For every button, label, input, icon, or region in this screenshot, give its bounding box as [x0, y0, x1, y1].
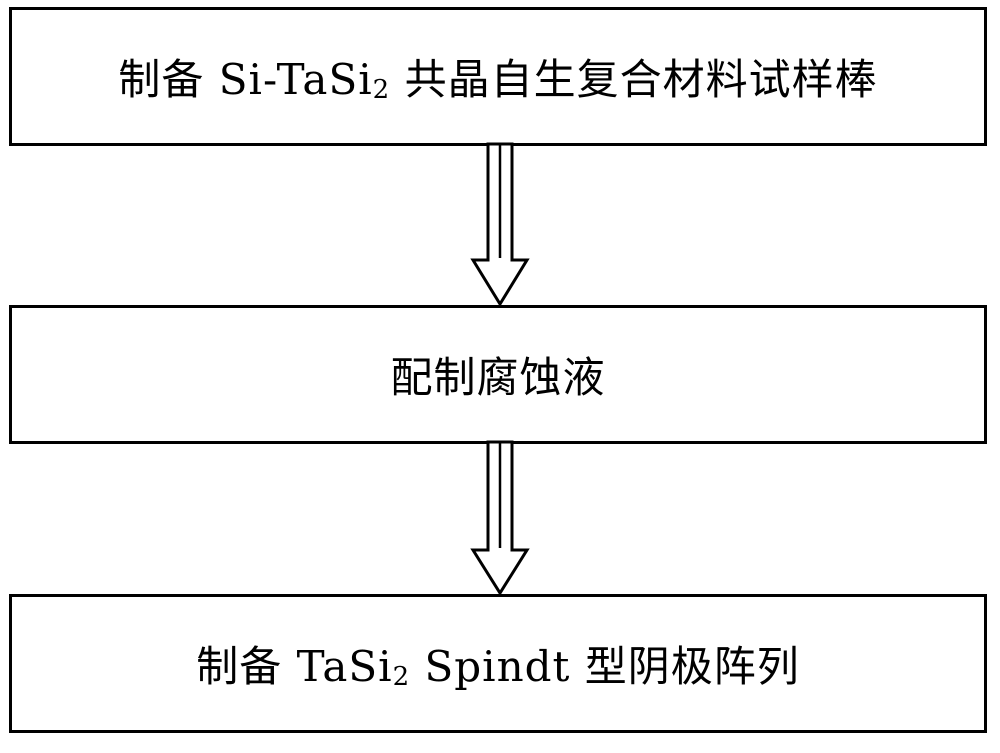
flow-step-prepare-composite-rod: 制备 Si-TaSi2 共晶自生复合材料试样棒: [9, 7, 987, 146]
flow-step-label: 制备 TaSi2 Spindt 型阴极阵列: [196, 642, 800, 692]
flow-step-prepare-cathode-array: 制备 TaSi2 Spindt 型阴极阵列: [9, 594, 987, 733]
flow-arrow-down-icon: [470, 440, 530, 596]
flow-step-label: 配制腐蚀液: [390, 353, 606, 402]
flow-step-prepare-etchant: 配制腐蚀液: [9, 305, 987, 444]
flow-arrow-down-icon: [470, 142, 530, 307]
flow-step-label: 制备 Si-TaSi2 共晶自生复合材料试样棒: [118, 55, 878, 105]
